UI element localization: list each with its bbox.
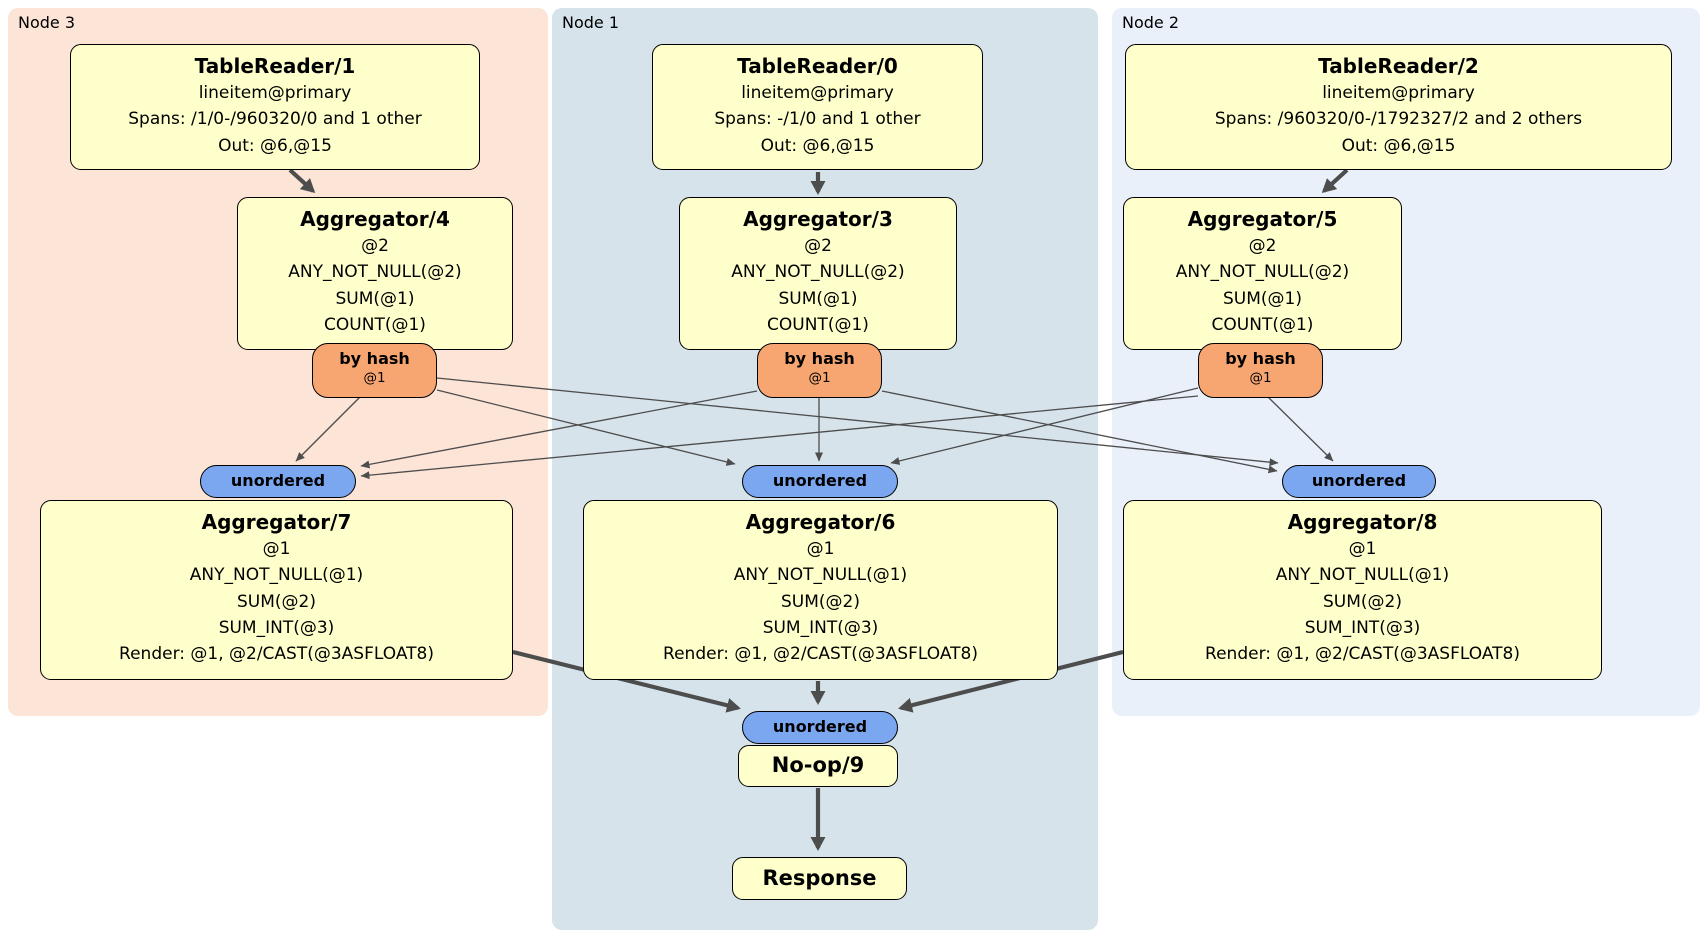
edge (1267, 396, 1334, 462)
processor-title: TableReader/0 (737, 54, 898, 78)
router-by-hash-3: by hash @1 (757, 343, 882, 398)
processor-title: Aggregator/4 (300, 207, 450, 231)
edge (436, 389, 736, 466)
box-line: SUM(@2) (1323, 591, 1402, 612)
box-line: ANY_NOT_NULL(@1) (1275, 565, 1450, 586)
router-by-hash-5: by hash @1 (1198, 343, 1323, 398)
box-line: Spans: /1/0-/960320/0 and 1 other (128, 109, 422, 130)
box-line: ANY_NOT_NULL(@1) (733, 565, 908, 586)
node1-label: Node 1 (562, 13, 620, 32)
sync-unordered-middle: unordered (742, 465, 898, 498)
processor-title: TableReader/2 (1318, 54, 1479, 78)
edge (881, 390, 1278, 474)
box-line: @2 (361, 236, 389, 256)
processor-title: Response (762, 865, 877, 890)
edge (890, 387, 1199, 465)
processor-noop-9: No-op/9 (738, 745, 898, 787)
box-line: SUM_INT(@3) (218, 618, 335, 639)
box-line: SUM(@1) (778, 288, 858, 309)
box-line: Render: @1, @2/CAST(@3ASFLOAT8) (663, 644, 978, 665)
box-line: COUNT(@1) (1211, 315, 1314, 336)
processor-title: Aggregator/6 (745, 510, 896, 534)
box-line: @2 (1248, 236, 1277, 256)
box-line: SUM_INT(@3) (1304, 618, 1421, 639)
router-label: by hash (784, 349, 855, 368)
processor-title: Aggregator/8 (1287, 510, 1438, 534)
router-by-hash-4: by hash @1 (312, 343, 437, 398)
processor-title: Aggregator/3 (743, 207, 893, 231)
box-line: @2 (804, 236, 832, 256)
box-line: Out: @6,@15 (218, 135, 332, 156)
box-line: SUM(@1) (335, 288, 415, 309)
box-line: Out: @6,@15 (1341, 135, 1456, 156)
router-detail: @1 (363, 369, 386, 386)
box-line: Spans: -/1/0 and 1 other (714, 109, 921, 130)
box-line: COUNT(@1) (324, 315, 426, 336)
box-line: ANY_NOT_NULL(@2) (288, 262, 462, 283)
box-line: @1 (1348, 539, 1377, 559)
sync-unordered-right: unordered (1282, 465, 1436, 498)
processor-title: Aggregator/7 (201, 510, 352, 534)
sync-unordered-final: unordered (742, 711, 898, 744)
processor-response: Response (732, 857, 907, 900)
box-line: ANY_NOT_NULL(@2) (731, 262, 905, 283)
box-line: @1 (806, 539, 835, 559)
box-line: lineitem@primary (198, 83, 352, 103)
edge (436, 377, 1279, 467)
box-line: Render: @1, @2/CAST(@3ASFLOAT8) (119, 644, 434, 665)
edge (898, 649, 1124, 713)
box-line: SUM(@2) (237, 591, 316, 612)
edge (360, 395, 1199, 480)
router-label: by hash (1225, 349, 1296, 368)
edge (360, 390, 758, 469)
box-line: @1 (262, 539, 291, 559)
box-line: lineitem@primary (1322, 83, 1475, 103)
box-line: SUM(@1) (1223, 288, 1302, 309)
box-line: COUNT(@1) (767, 315, 869, 336)
router-detail: @1 (1249, 369, 1272, 386)
box-line: lineitem@primary (741, 83, 894, 103)
node2-label: Node 2 (1122, 13, 1180, 32)
node3-label: Node 3 (18, 13, 76, 32)
edge (295, 396, 361, 462)
router-detail: @1 (808, 369, 831, 386)
processor-title: Aggregator/5 (1187, 207, 1338, 231)
edge (1321, 168, 1349, 194)
processor-title: No-op/9 (771, 753, 865, 778)
router-label: by hash (339, 349, 410, 368)
box-line: Out: @6,@15 (760, 135, 875, 156)
edge (512, 649, 741, 713)
box-line: ANY_NOT_NULL(@1) (189, 565, 364, 586)
box-line: Render: @1, @2/CAST(@3ASFLOAT8) (1205, 644, 1520, 665)
box-line: SUM(@2) (781, 591, 860, 612)
box-line: ANY_NOT_NULL(@2) (1175, 262, 1350, 283)
box-line: SUM_INT(@3) (762, 618, 879, 639)
edge (288, 168, 316, 194)
sync-unordered-left: unordered (200, 465, 356, 498)
box-line: Spans: /960320/0-/1792327/2 and 2 others (1214, 109, 1583, 130)
processor-title: TableReader/1 (194, 54, 356, 78)
